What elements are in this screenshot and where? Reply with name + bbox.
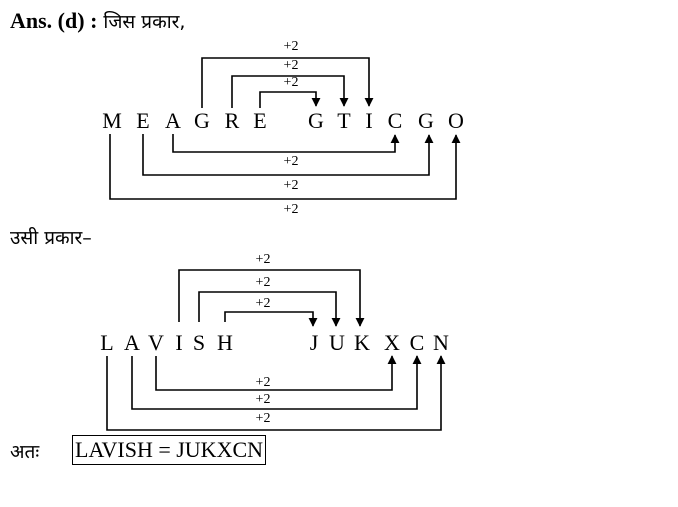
ex2-source-letter-3: V [148,330,164,355]
ex2-arrow-l-to-n [106,355,446,431]
ex2-bottom-label-1: +2 [255,375,271,390]
ex1-source-letter-1: M [102,108,122,133]
ex2-arrow-s-to-u [198,291,341,327]
ex1-source-letter-6: E [253,108,267,133]
ex1-arrow-g-to-i [201,57,374,108]
ex2-source-letter-4: I [175,330,183,355]
answer-heading: Ans. (d) :जिस प्रकार, [10,8,185,34]
ex1-source-letter-5: R [224,108,240,133]
ex1-bottom-label-3: +2 [283,202,299,217]
ex1-top-label-2: +2 [283,58,299,73]
ex2-arrow-v-to-x [155,355,397,391]
ex1-arrow-a-to-c [172,134,400,153]
heading-hindi-text: जिस प्रकार, [103,11,186,33]
example-2-arrows [106,269,446,431]
hence-text: अतः [10,441,40,463]
ex2-target-letter-5: C [409,330,425,355]
ex2-target-letter-1: J [309,330,319,355]
ex2-arrow-h-to-j [224,311,318,327]
ex2-source-letter-6: H [217,330,233,355]
ex1-arrow-m-to-o [109,134,461,200]
ex1-source-letter-2: E [136,108,150,133]
ex2-top-label-2: +2 [255,275,271,290]
final-answer-box: LAVISH = JUKXCN [72,435,267,465]
ex2-top-label-3: +2 [255,296,271,311]
ex1-target-letter-2: T [337,108,351,133]
ex2-source-letter-5: S [192,330,206,355]
ex1-target-letter-5: G [418,108,434,133]
ex1-target-letter-6: O [448,108,464,133]
ex1-arrow-e-to-g [259,91,321,108]
ex2-arrow-a-to-c [131,355,422,410]
ex1-arrow-e-to-g2 [142,134,434,176]
ex1-target-letter-1: G [308,108,324,133]
ex1-bottom-label-2: +2 [283,178,299,193]
example-1-arrows [109,57,461,200]
answer-label: Ans. (d) : [10,8,98,33]
ex1-target-letter-3: I [365,108,373,133]
ex2-source-letter-1: L [100,330,114,355]
ex2-target-letter-4: X [384,330,400,355]
ex1-source-letter-3: A [165,108,181,133]
ex1-source-letter-4: G [194,108,210,133]
ex2-bottom-label-2: +2 [255,392,271,407]
similarly-text: उसी प्रकार– [10,227,92,249]
ex1-target-letter-4: C [387,108,403,133]
ex2-target-letter-6: N [433,330,449,355]
ex2-target-letter-3: K [354,330,370,355]
ex1-top-label-1: +2 [283,39,299,54]
ex1-arrow-r-to-t [231,75,349,108]
ex1-bottom-label-1: +2 [283,154,299,169]
ex2-bottom-label-3: +2 [255,411,271,426]
ex1-top-label-3: +2 [283,75,299,90]
ex2-arrow-i-to-k [178,269,365,327]
ex2-top-label-1: +2 [255,252,271,267]
ex2-source-letter-2: A [124,330,140,355]
ex2-target-letter-2: U [329,330,345,355]
